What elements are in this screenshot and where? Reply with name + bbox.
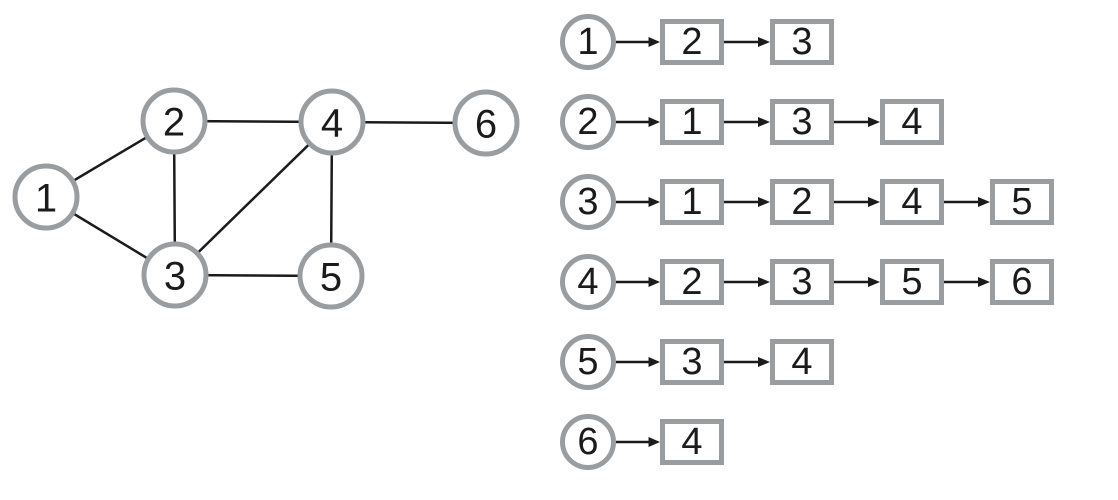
adjacency-list-node-4-5: 5 bbox=[880, 259, 944, 305]
adjacency-list-node-5-4: 4 bbox=[770, 339, 834, 385]
arrow-right-icon bbox=[724, 37, 770, 47]
arrow-right-icon bbox=[616, 117, 660, 127]
graph-node-circle-5 bbox=[297, 242, 365, 310]
adjacency-list-node-1-2: 2 bbox=[660, 19, 724, 65]
adjacency-list-node-2-1: 1 bbox=[660, 99, 724, 145]
adjacency-head-node-5: 5 bbox=[560, 334, 616, 390]
graph-node-3: 3 bbox=[141, 241, 209, 309]
adjacency-head-node-1: 1 bbox=[560, 14, 616, 70]
graph-node-circle-3 bbox=[141, 241, 209, 309]
graph-node-label-2: 2 bbox=[163, 100, 185, 144]
arrow-right-icon bbox=[834, 117, 880, 127]
arrow-right-icon bbox=[616, 37, 660, 47]
adjacency-list-node-3-2: 2 bbox=[770, 179, 834, 225]
graph-node-5: 5 bbox=[297, 242, 365, 310]
arrow-right-icon bbox=[616, 277, 660, 287]
graph-node-circle-6 bbox=[452, 89, 520, 157]
arrow-right-icon bbox=[724, 197, 770, 207]
adjacency-head-node-6: 6 bbox=[560, 414, 616, 470]
arrow-right-icon bbox=[724, 277, 770, 287]
graph-node-label-5: 5 bbox=[320, 255, 342, 299]
arrow-right-icon bbox=[834, 277, 880, 287]
graph-node-label-4: 4 bbox=[321, 101, 343, 145]
arrow-right-icon bbox=[616, 357, 660, 367]
arrow-right-icon bbox=[616, 197, 660, 207]
adjacency-list-node-2-4: 4 bbox=[880, 99, 944, 145]
adjacency-head-node-3: 3 bbox=[560, 174, 616, 230]
arrow-right-icon bbox=[724, 357, 770, 367]
adjacency-list-node-5-3: 3 bbox=[660, 339, 724, 385]
adjacency-list-node-3-1: 1 bbox=[660, 179, 724, 225]
graph-node-label-3: 3 bbox=[164, 254, 186, 298]
adjacency-list-node-4-2: 2 bbox=[660, 259, 724, 305]
arrow-right-icon bbox=[944, 277, 990, 287]
adjacency-list-node-4-6: 6 bbox=[990, 259, 1054, 305]
graph-node-1: 1 bbox=[12, 163, 80, 231]
adjacency-list-node-6-4: 4 bbox=[660, 419, 724, 465]
adjacency-list-node-1-3: 3 bbox=[770, 19, 834, 65]
graph-node-6: 6 bbox=[452, 89, 520, 157]
adjacency-list-node-4-3: 3 bbox=[770, 259, 834, 305]
graph-node-2: 2 bbox=[140, 87, 208, 155]
arrow-right-icon bbox=[616, 437, 660, 447]
graph-node-circle-4 bbox=[298, 88, 366, 156]
adjacency-list-node-3-4: 4 bbox=[880, 179, 944, 225]
adjacency-head-node-4: 4 bbox=[560, 254, 616, 310]
graph-panel: 1 2 3 4 5 6 bbox=[12, 87, 520, 310]
graph-node-circle-2 bbox=[140, 87, 208, 155]
arrow-right-icon bbox=[834, 197, 880, 207]
arrow-right-icon bbox=[944, 197, 990, 207]
graph-node-circle-1 bbox=[12, 163, 80, 231]
graph-node-label-1: 1 bbox=[35, 176, 57, 220]
adjacency-head-node-2: 2 bbox=[560, 94, 616, 150]
arrow-right-icon bbox=[724, 117, 770, 127]
graph-node-label-6: 6 bbox=[475, 102, 497, 146]
adjacency-list-node-3-5: 5 bbox=[990, 179, 1054, 225]
adjacency-list-node-2-3: 3 bbox=[770, 99, 834, 145]
graph-edge-3-4 bbox=[174, 121, 333, 276]
graph-node-4: 4 bbox=[298, 88, 366, 156]
